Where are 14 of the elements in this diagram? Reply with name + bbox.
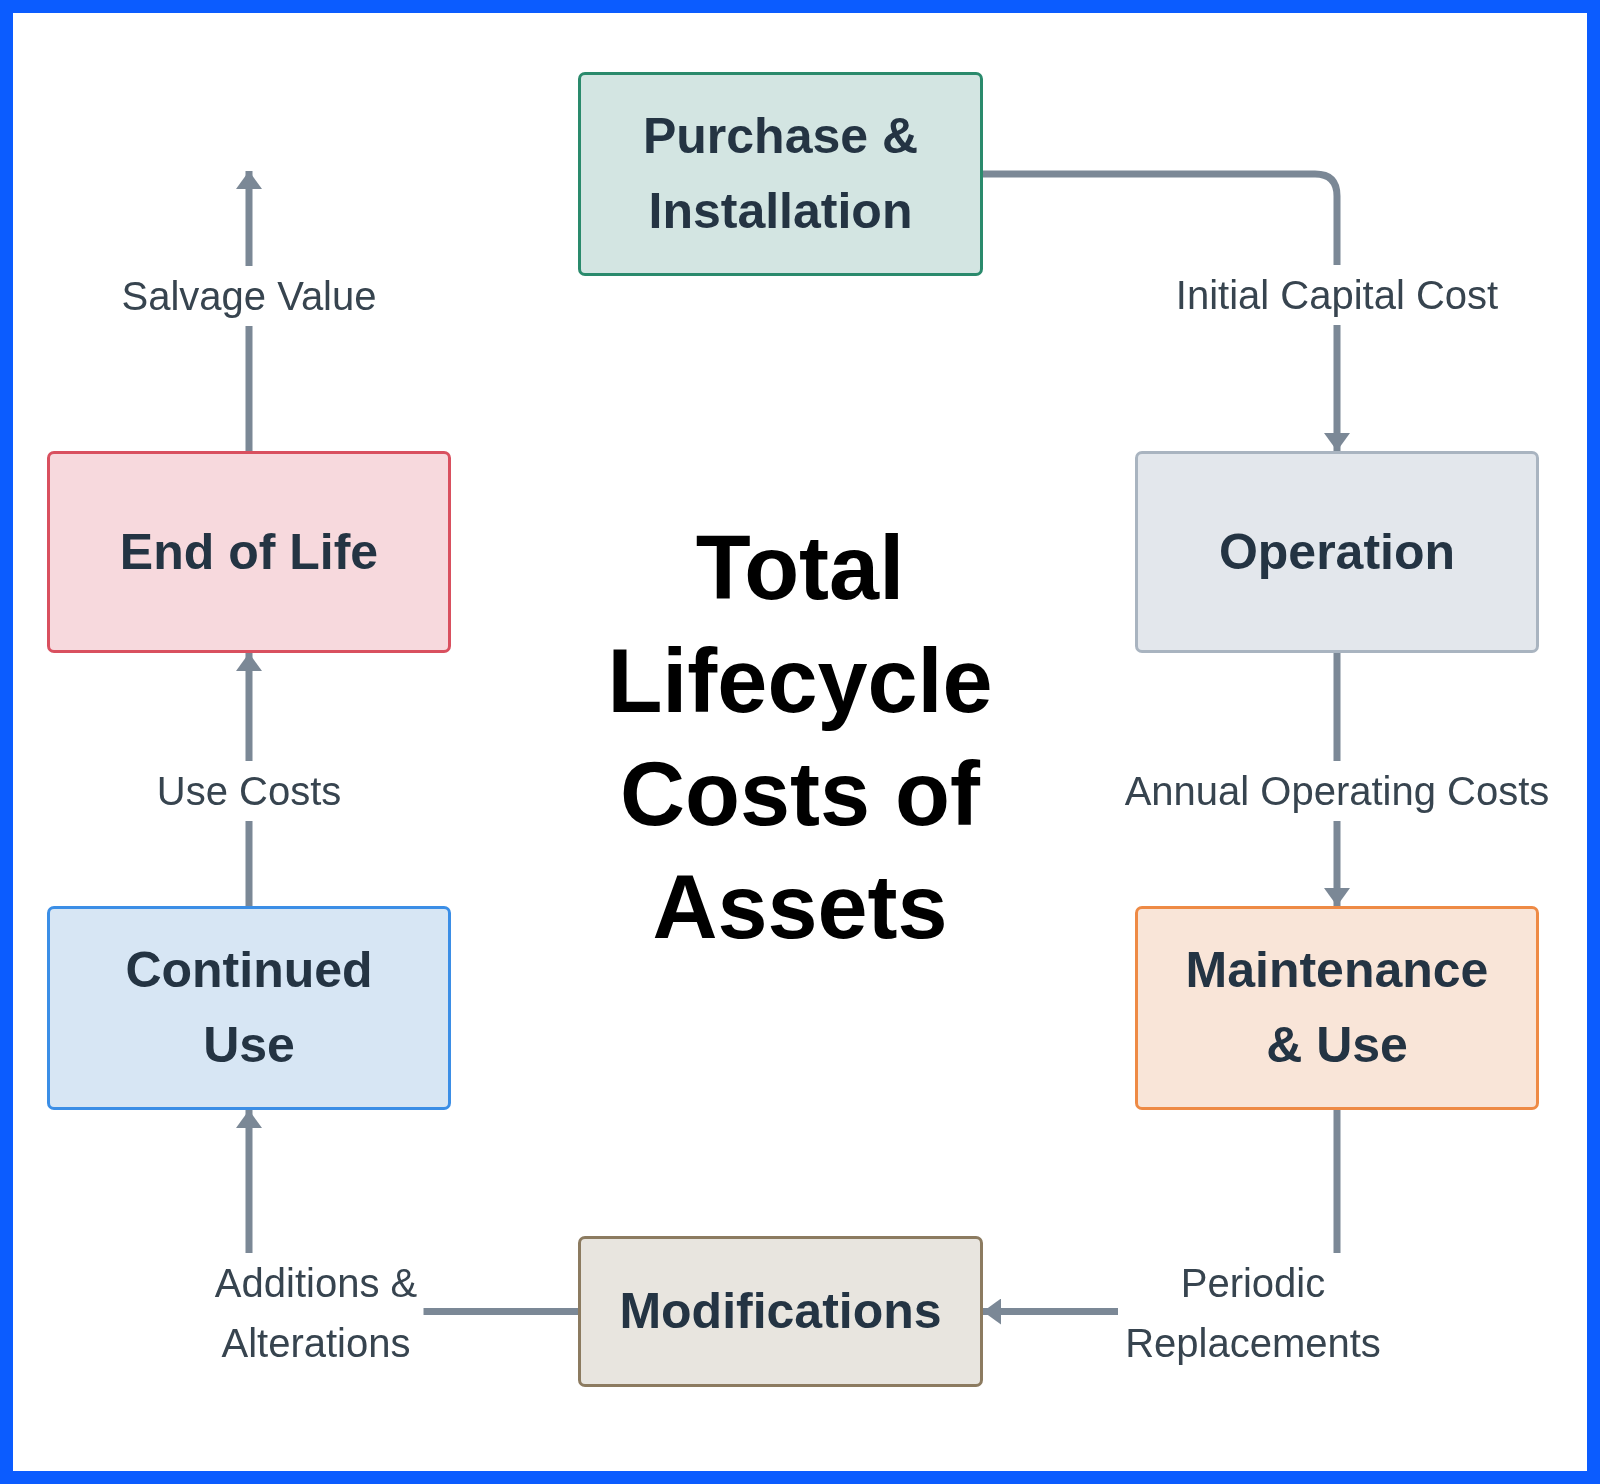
stage-box	[578, 1236, 983, 1387]
stage-box	[578, 72, 983, 276]
stage-label: Maintenance & Use	[1184, 941, 1490, 1075]
connector-arrow	[983, 170, 1350, 451]
stage-box	[47, 906, 451, 1110]
diagram-title: Total Lifecycle Costs of Assets	[606, 517, 994, 959]
stage-box	[1135, 906, 1539, 1110]
stage-box	[47, 451, 451, 653]
stage-label: End of Life	[119, 522, 379, 582]
stage-label: Operation	[1218, 522, 1456, 582]
stage-label: Continued Use	[124, 941, 374, 1075]
stage-label: Purchase & Installation	[641, 107, 920, 241]
stage-box	[1135, 451, 1539, 653]
stage-label: Modifications	[619, 1282, 942, 1341]
